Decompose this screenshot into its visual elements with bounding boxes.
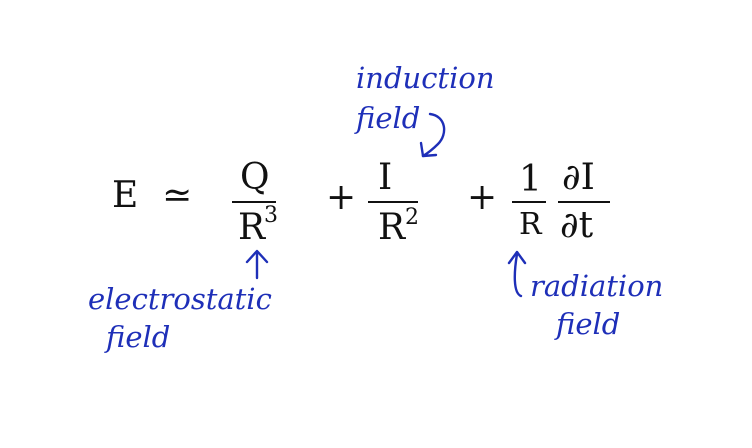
term1-denominator-exponent: 3 [264, 203, 278, 228]
induction-label-line2: field [356, 101, 421, 135]
plus-sign-2: + [467, 177, 498, 218]
induction-label-line1: induction [356, 61, 495, 95]
term1-numerator: Q [240, 157, 270, 198]
term2-denominator-R: R [378, 207, 406, 248]
radiation-label-line2: field [556, 307, 621, 341]
term1-fraction-bar [232, 201, 276, 203]
plus-sign-1: + [326, 177, 357, 218]
induction-arrowhead-icon [419, 141, 438, 158]
term3-coefficient-denominator: R [519, 207, 542, 242]
term1-denominator-R: R [238, 207, 266, 248]
approx-symbol: ≃ [162, 175, 193, 216]
term3-coefficient-bar [512, 201, 546, 203]
radiation-label-line1: radiation [530, 269, 664, 303]
radiation-arrow-icon [513, 252, 523, 298]
term3-derivative-bar [558, 201, 610, 203]
term3-derivative-denominator: ∂t [560, 205, 594, 246]
field-symbol-E: E [112, 175, 139, 216]
induction-arrow-icon [421, 112, 446, 158]
electrostatic-arrowhead-icon [245, 249, 269, 264]
term2-numerator: I [378, 157, 393, 198]
term3-coefficient-numerator: 1 [519, 159, 542, 200]
radiation-arrowhead-icon [507, 250, 527, 265]
electrostatic-label-line1: electrostatic [88, 282, 272, 316]
term3-derivative-numerator: ∂I [562, 157, 595, 198]
electrostatic-label-line2: field [106, 320, 171, 354]
term2-fraction-bar [368, 201, 418, 203]
term2-denominator-exponent: 2 [405, 205, 419, 230]
